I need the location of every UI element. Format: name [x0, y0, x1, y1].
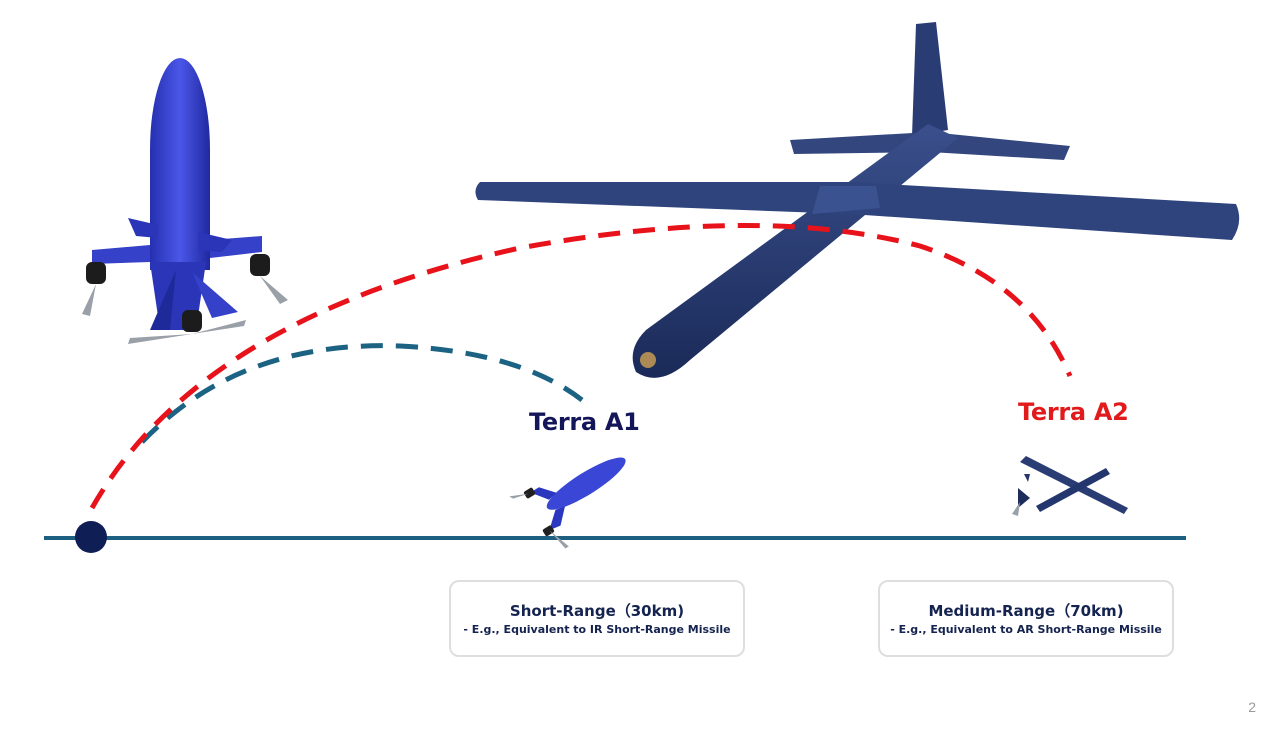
short-range-card: Short-Range（30km) - E.g., Equivalent to … [449, 580, 745, 657]
short-range-subtitle: - E.g., Equivalent to IR Short-Range Mis… [463, 623, 731, 636]
terra-a1-label: Terra A1 [529, 408, 640, 436]
launch-point [75, 521, 107, 553]
terra-a2-label: Terra A2 [1018, 398, 1129, 426]
medium-range-title: Medium-Range（70km) [928, 602, 1124, 620]
terra-a2-large-image [475, 22, 1240, 378]
short-range-trajectory [140, 343, 584, 444]
terra-a2-small-image [1012, 456, 1128, 516]
medium-range-subtitle: - E.g., Equivalent to AR Short-Range Mis… [890, 623, 1162, 636]
terra-a1-small-image [509, 457, 626, 549]
page-number: 2 [1248, 699, 1256, 715]
medium-range-trajectory [89, 223, 1073, 510]
medium-range-card: Medium-Range（70km) - E.g., Equivalent to… [878, 580, 1174, 657]
short-range-title: Short-Range（30km) [509, 602, 685, 620]
terra-a1-large-image [82, 58, 288, 344]
